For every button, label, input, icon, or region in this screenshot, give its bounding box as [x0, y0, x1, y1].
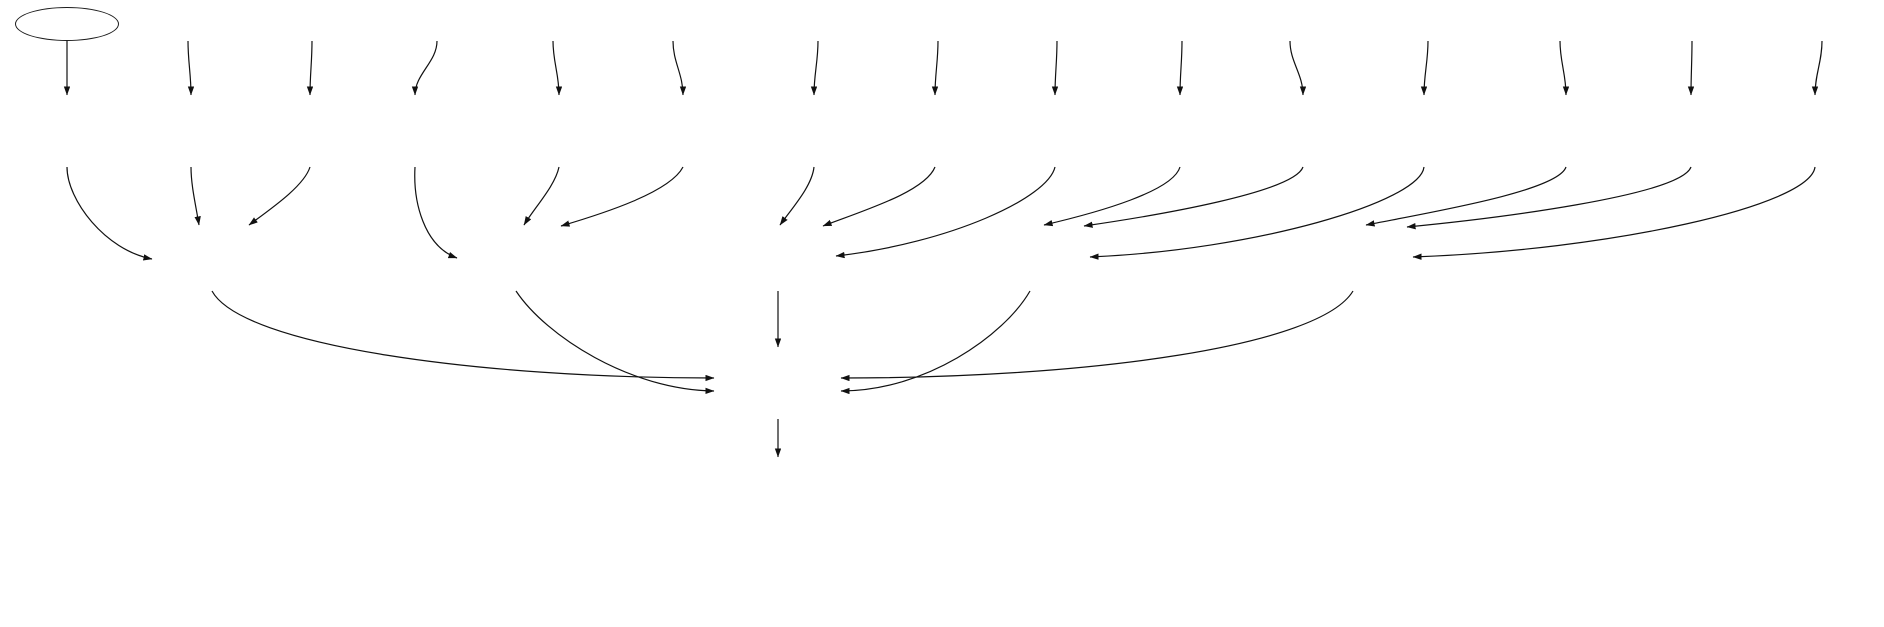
edge-feature-to-calibrator: [1420, 40, 1429, 96]
edge-calibrator-to-lattice: [835, 166, 1056, 259]
edge-feature-to-calibrator: [1811, 40, 1823, 96]
edge-feature-to-calibrator: [1559, 40, 1570, 96]
edge-feature-to-calibrator: [810, 40, 819, 96]
edge-lattice-to-average: [515, 290, 715, 395]
edge-calibrator-to-lattice: [66, 166, 153, 261]
edge-lattice-to-average: [211, 290, 715, 382]
edge-calibrator-to-lattice: [1365, 166, 1567, 227]
edge-calibrator-to-lattice: [523, 166, 560, 226]
edge-lattice-to-average: [840, 290, 1031, 395]
edge-feature-to-calibrator: [1687, 40, 1695, 96]
edge-feature-to-calibrator: [672, 40, 687, 96]
edge-calibrator-to-lattice: [414, 166, 458, 259]
edge-calibrator-to-lattice: [822, 166, 936, 227]
edge-calibrator-to-lattice: [779, 166, 815, 226]
edge-feature-to-calibrator: [931, 40, 939, 96]
edge-calibrator-to-lattice: [248, 166, 311, 226]
edge-calibrator-to-lattice: [190, 166, 201, 226]
edge-calibrator-to-lattice: [1089, 166, 1425, 260]
edge-calibrator-to-lattice: [1412, 166, 1816, 260]
edge-calibrator-to-lattice: [560, 166, 684, 227]
edge-calibrator-to-lattice: [1083, 166, 1304, 228]
edge-feature-to-calibrator: [1051, 40, 1059, 96]
edge-calibrator-to-lattice: [1406, 166, 1692, 230]
edge-feature-to-calibrator: [411, 40, 438, 96]
edge-lattice-to-average: [840, 290, 1354, 382]
edge-feature-to-calibrator: [1289, 40, 1307, 96]
edge-feature-to-calibrator: [187, 40, 195, 96]
edge-calibrator-to-lattice: [1043, 166, 1181, 227]
edge-feature-to-calibrator: [306, 40, 314, 96]
feature-node-oldpeak: [15, 7, 119, 41]
edge-feature-to-calibrator: [1176, 40, 1184, 96]
edge-feature-to-calibrator: [552, 40, 563, 96]
